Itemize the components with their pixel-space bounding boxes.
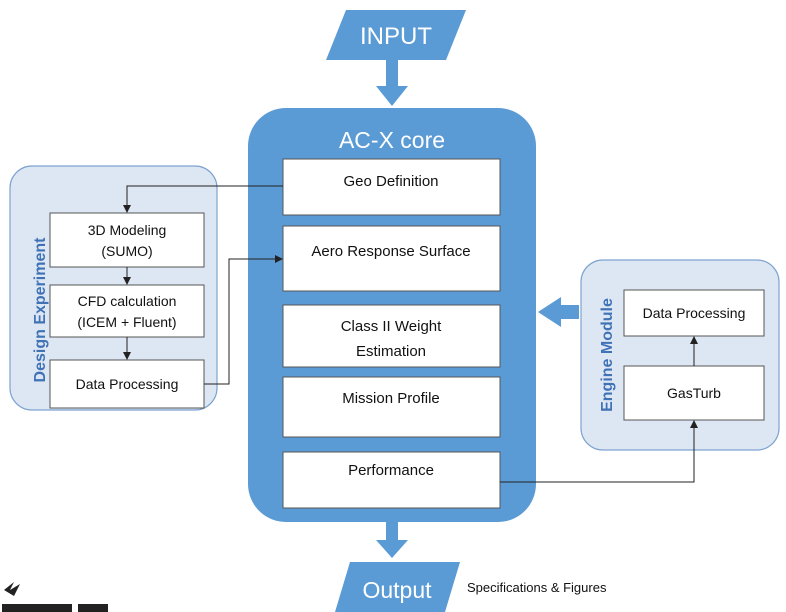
- input-label: INPUT: [360, 23, 432, 50]
- output-label: Output: [362, 577, 432, 603]
- output-note: Specifications & Figures: [467, 580, 607, 595]
- design-block-label-line2: (ICEM + Fluent): [77, 314, 176, 330]
- logo: [2, 582, 108, 612]
- core-block-label-line2: Estimation: [356, 343, 426, 360]
- engine-module-panel: Engine Module Data Processing GasTurb: [580, 259, 780, 451]
- design-block-label-line2: (SUMO): [101, 243, 152, 259]
- core-block-label: Geo Definition: [343, 173, 438, 190]
- design-block-label-line1: CFD calculation: [78, 293, 177, 309]
- connectors: [123, 185, 698, 483]
- engine-block-label: Data Processing: [643, 305, 746, 321]
- core-block-label: Mission Profile: [342, 390, 440, 407]
- input-node: INPUT: [326, 10, 466, 60]
- design-experiment-panel: Design Experiment 3D Modeling (SUMO) CFD…: [9, 165, 218, 411]
- design-block-label: Data Processing: [76, 376, 179, 392]
- core-block-label: Aero Response Surface: [311, 243, 470, 260]
- input-arrow: [376, 60, 408, 106]
- core-block-geo-definition: Geo Definition: [282, 158, 501, 216]
- core-block-label: Performance: [348, 462, 434, 479]
- connector-geo-to-3d: [123, 185, 283, 213]
- output-arrow: [376, 522, 408, 558]
- core-block-performance: Performance: [282, 451, 501, 509]
- core-block-class-ii-weight-estimation: Class II Weight Estimation: [282, 304, 501, 368]
- output-node: Output: [335, 562, 460, 612]
- engine-module-title: Engine Module: [599, 298, 616, 412]
- design-experiment-title: Design Experiment: [32, 237, 49, 383]
- connector-performance-to-gasturb: [500, 420, 698, 483]
- core-block-aero-response-surface: Aero Response Surface: [282, 225, 501, 292]
- engine-block-label: GasTurb: [667, 385, 721, 401]
- core-block-label-line1: Class II Weight: [341, 318, 442, 335]
- connector-data-to-aero: [204, 255, 283, 385]
- core-block-mission-profile: Mission Profile: [282, 376, 501, 438]
- design-block-label-line1: 3D Modeling: [88, 222, 167, 238]
- core-title: AC-X core: [339, 127, 445, 153]
- engine-to-core-arrow: [538, 297, 579, 327]
